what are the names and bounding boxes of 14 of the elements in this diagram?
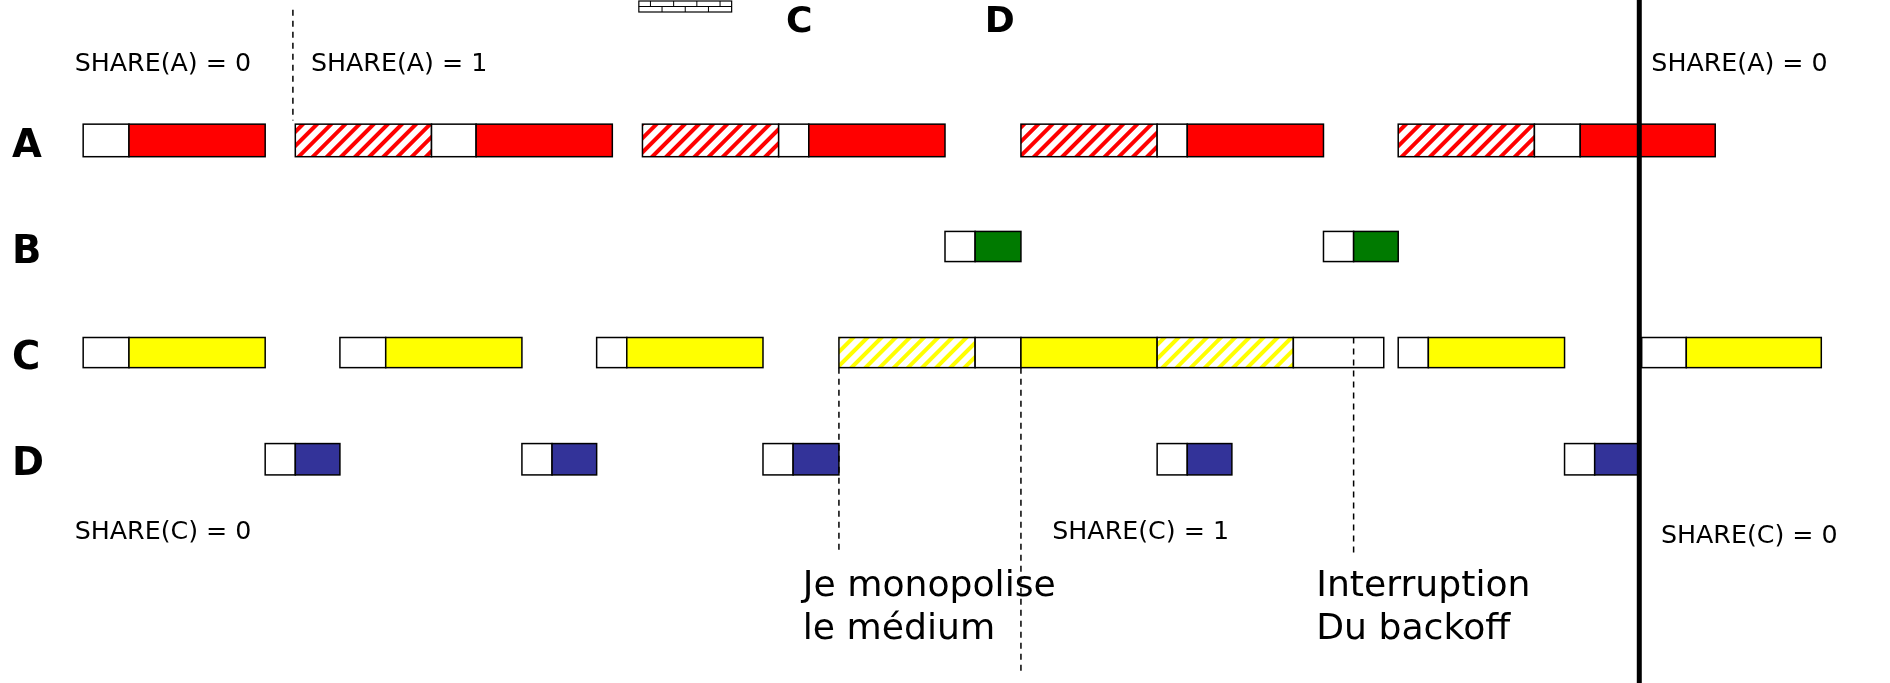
row-label: D bbox=[12, 438, 45, 486]
share-label: SHARE(C) = 1 bbox=[1052, 515, 1229, 547]
row-label: A bbox=[12, 120, 42, 167]
station-letter: D bbox=[984, 0, 1015, 41]
row-label: B bbox=[12, 226, 42, 273]
share-label: SHARE(A) = 0 bbox=[1651, 48, 1828, 79]
row-label: C bbox=[12, 332, 41, 379]
share-label: SHARE(A) = 0 bbox=[74, 48, 252, 79]
share-label: SHARE(C) = 0 bbox=[1660, 519, 1838, 550]
share-label: SHARE(C) = 0 bbox=[74, 515, 252, 547]
station-letter: C bbox=[785, 0, 813, 41]
share-label: SHARE(A) = 1 bbox=[310, 48, 488, 79]
annotation-text: Interruption Du backoff bbox=[1316, 561, 1532, 649]
annotation-text: Je monopolise le médium bbox=[802, 561, 1057, 649]
